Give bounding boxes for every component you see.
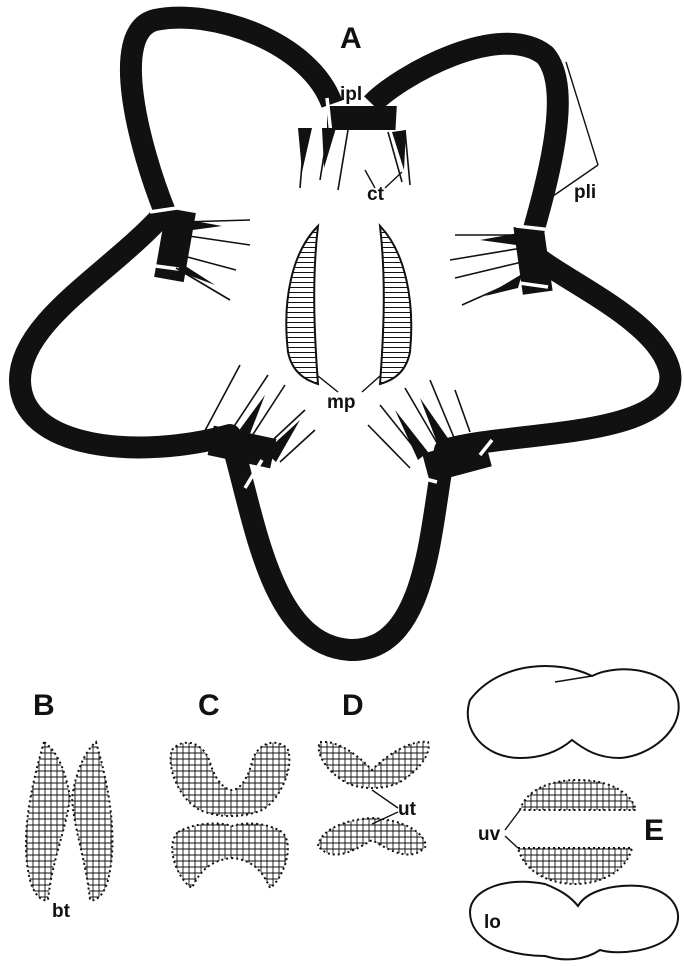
leader-uv <box>505 810 520 848</box>
label-bt: bt <box>52 901 71 922</box>
panel-b: B bt <box>26 689 113 922</box>
plate-c-upper <box>171 743 290 816</box>
label-ipl: ipl <box>340 84 362 105</box>
panel-d: D ut <box>318 689 429 855</box>
panel-c: C <box>171 689 290 888</box>
muscle-plate-right <box>380 226 411 384</box>
label-mp: mp <box>327 392 356 413</box>
muscle-plate-left <box>286 226 318 384</box>
panel-letter-a: A <box>340 22 362 55</box>
panel-letter-e: E <box>644 814 664 847</box>
panel-letter-b: B <box>33 689 55 722</box>
label-lo: lo <box>484 912 501 933</box>
lobe-e-top <box>468 666 679 758</box>
label-uv: uv <box>478 824 501 845</box>
panel-a: A <box>20 18 670 650</box>
plate-d-upper <box>319 742 429 788</box>
label-ut: ut <box>398 799 417 820</box>
panel-letter-c: C <box>198 689 220 722</box>
plate-b-left <box>26 742 70 900</box>
plate-c-lower <box>172 824 288 888</box>
panel-letter-d: D <box>342 689 364 722</box>
plate-e-upper <box>520 780 636 810</box>
label-ct: ct <box>367 184 385 205</box>
panel-e: E uv lo <box>468 666 679 959</box>
label-pli: pli <box>574 182 596 203</box>
plate-b-right <box>72 742 112 900</box>
connective-threads <box>176 128 522 468</box>
lobe-e-bottom <box>470 882 678 960</box>
plate-e-lower <box>518 848 632 884</box>
interplate-top <box>327 106 399 130</box>
